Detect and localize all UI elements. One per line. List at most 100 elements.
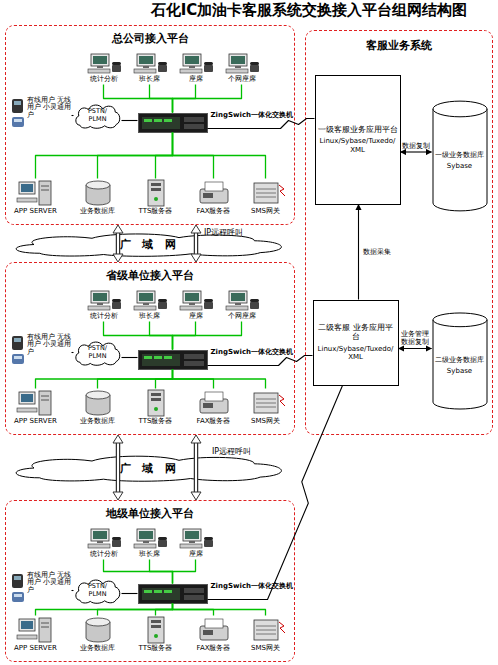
server-device: APP SERVER	[11, 179, 61, 221]
node-label: PSTN/ PLMN	[83, 583, 113, 597]
icon-rect	[91, 54, 109, 66]
icon-ellipse	[433, 312, 487, 326]
icon-svg	[128, 53, 172, 75]
node-label: 座席	[174, 75, 218, 84]
connector-line	[72, 115, 74, 116]
node-label: 班长席	[128, 550, 172, 559]
icon-path	[279, 395, 285, 406]
connector	[98, 133, 173, 179]
icon-rect	[19, 392, 35, 404]
icon-rect	[151, 620, 161, 623]
icon-rect	[142, 354, 180, 366]
connector-line	[122, 593, 138, 594]
node-label: PSTN/ PLMN	[83, 108, 113, 122]
connector-line	[122, 357, 138, 358]
connector	[122, 120, 138, 121]
icon-rect	[254, 620, 278, 640]
icon-rect	[229, 291, 247, 303]
double-line-outer	[116, 232, 121, 255]
icon-rect	[91, 291, 109, 303]
double-line-inner	[117, 442, 119, 493]
connector	[173, 133, 266, 179]
icon-svg	[11, 616, 61, 644]
node-label: 座席	[174, 312, 218, 321]
icon-rect	[21, 184, 33, 192]
icon-rect	[185, 293, 199, 301]
icon-line	[41, 189, 49, 190]
agent-terminal: 座席	[174, 290, 218, 322]
connector	[36, 604, 173, 616]
icon-rect	[148, 180, 164, 206]
icon-rect	[229, 54, 247, 66]
connector	[98, 604, 173, 616]
icon-svg	[11, 179, 61, 207]
connector	[399, 348, 432, 349]
icon-rect	[88, 306, 110, 310]
icon-rect	[138, 584, 207, 603]
connector	[36, 133, 173, 179]
icon-svg	[220, 53, 264, 75]
connector-line	[173, 604, 266, 616]
icon-rect	[203, 193, 213, 198]
icon-svg	[138, 350, 208, 370]
double-line-inner	[195, 442, 197, 493]
connector	[173, 604, 214, 616]
server-device: FAX服务器	[189, 389, 239, 431]
node-label: 有线用户 无线用户 小灵通用户	[27, 97, 72, 120]
icon-svg	[174, 53, 218, 75]
user-terminal: 有线用户 无线用户 小灵通用户	[10, 330, 72, 374]
node-label: PSTN/ PLMN	[83, 345, 113, 359]
icon-path	[256, 189, 276, 197]
server-device: SMS网关	[241, 179, 291, 221]
icon-rect	[143, 303, 149, 305]
connector	[104, 322, 173, 350]
icon-rect	[151, 398, 161, 401]
icon-svg	[241, 616, 291, 644]
icon-rect	[19, 182, 35, 194]
icon-rect	[158, 62, 167, 65]
agent-terminal: 个网座席	[220, 53, 264, 85]
icon-svg	[128, 528, 172, 550]
node-sublabel: Sybase	[447, 367, 472, 376]
icon-rect	[158, 302, 167, 309]
icon-svg	[128, 290, 172, 312]
node-label: ZingSwich一体化交换机	[211, 110, 294, 120]
connector-line	[72, 590, 74, 591]
icon-svg	[131, 389, 181, 417]
icon-rect	[154, 356, 162, 359]
icon-rect	[231, 56, 245, 64]
database-cylinder: 一级业务数据库Sybase	[432, 100, 488, 212]
icon-rect	[12, 99, 23, 113]
connector	[72, 352, 74, 353]
agent-terminal: 班长席	[128, 53, 172, 85]
icon-path	[256, 626, 276, 634]
icon-rect	[21, 394, 33, 402]
connector-line	[208, 119, 315, 129]
connector	[156, 604, 173, 616]
icon-path	[75, 342, 119, 365]
icon-path	[279, 622, 285, 633]
node-label: 个网座席	[220, 75, 264, 84]
icon-rect	[91, 529, 109, 541]
connector-line	[173, 370, 266, 389]
icon-rect	[143, 541, 149, 543]
icon-rect	[17, 408, 37, 412]
icon-rect	[185, 531, 199, 539]
icon-svg	[10, 572, 26, 606]
icon-svg	[82, 53, 126, 75]
icon-rect	[88, 544, 110, 548]
connector-line	[104, 322, 173, 350]
icon-svg	[220, 290, 264, 312]
icon-rect	[184, 117, 204, 122]
icon-rect	[250, 302, 259, 309]
connector	[113, 225, 201, 262]
connector	[358, 205, 359, 300]
connector-line	[173, 85, 242, 113]
icon-svg	[73, 616, 123, 644]
arrow-head	[113, 435, 123, 443]
double-line-outer	[194, 442, 199, 493]
node-label: APP SERVER	[11, 417, 61, 426]
icon-svg	[241, 389, 291, 417]
connector	[113, 435, 201, 500]
icon-rect	[184, 361, 204, 366]
